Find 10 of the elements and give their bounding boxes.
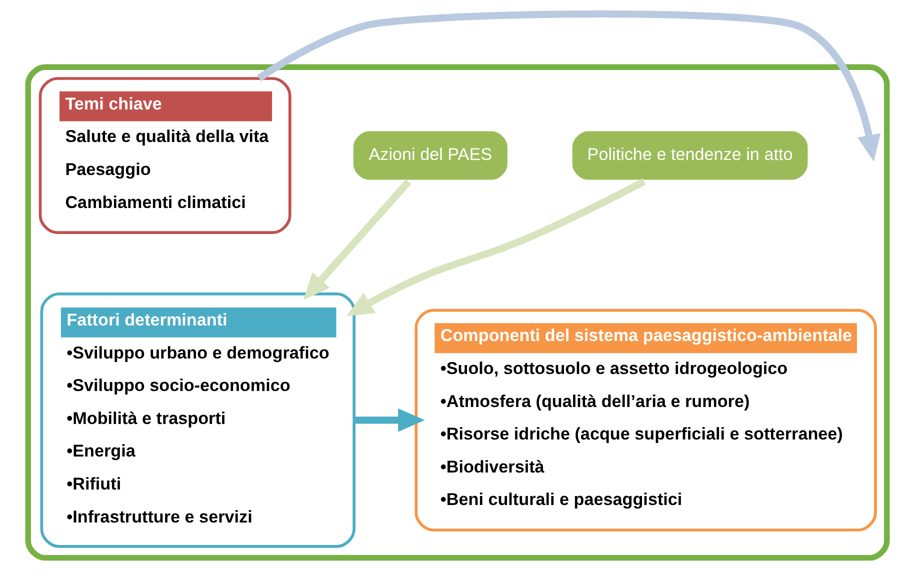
node-box: Temi chiave Salute e qualità della vita Paesaggio Cambiamenti climatici — [38, 77, 292, 234]
node-box: Fattori determinanti •Sviluppo urbano e demografico •Sviluppo socio-economico •Mobilità e trasporti •Energia •Rifiuti •Infrastrutture e servizi — [40, 292, 356, 548]
node-box: Politiche e tendenze in atto — [569, 128, 811, 183]
node-box: Azioni del PAES — [350, 128, 510, 183]
arrow — [346, 178, 646, 316]
arrow — [303, 179, 412, 300]
node-box: Componenti del sistema paesaggistico-ambientale •Suolo, sottosuolo e assetto idrogeologico •Atmosfera (qualità dell’aria e rumore) •Risorse idriche (acque superficiali e sotterranee) •Biodiversità •Beni culturali e paesaggistici — [414, 308, 877, 532]
arrow — [257, 10, 881, 162]
arrow — [354, 408, 425, 432]
cluster — [25, 64, 890, 561]
